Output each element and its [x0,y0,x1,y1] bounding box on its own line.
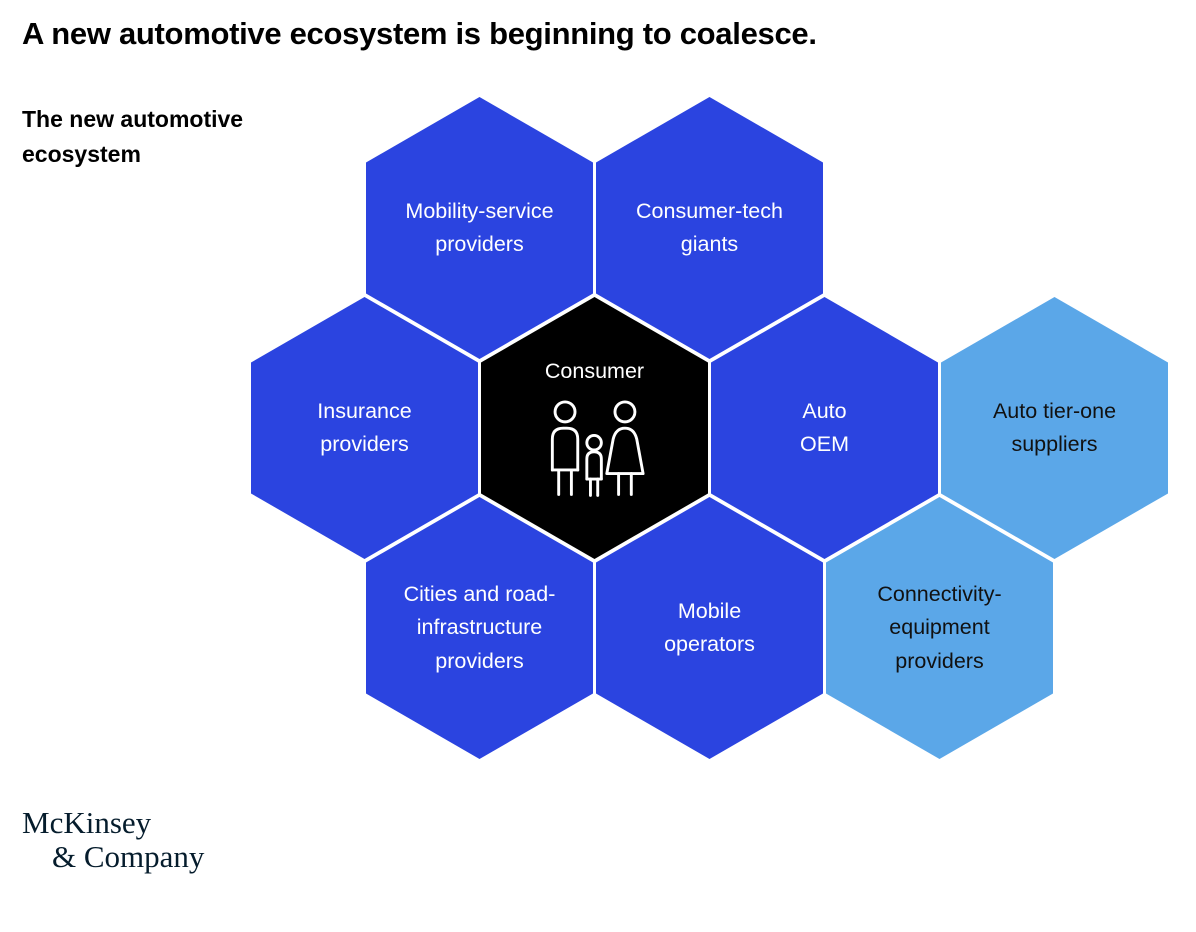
hex-label: Consumer-tech giants [636,198,783,256]
hex-connectivity-equipment-providers: Connectivity- equipment providers [826,497,1053,759]
hex-label: Mobility-service providers [405,198,554,256]
logo-line1: McKinsey [22,805,152,840]
mckinsey-logo: McKinsey & Company [22,805,205,875]
logo-line2: & Company [52,839,205,875]
family-icon [550,400,645,497]
hex-label: Mobile operators [664,598,755,656]
hex-label: Auto tier-one suppliers [992,398,1117,456]
hex-label: Connectivity- equipment providers [877,582,1002,673]
figure-subtitle: The new automotive ecosystem [22,106,244,167]
hex-cities-and-road-infrastructure-providers: Cities and road- infrastructure provider… [366,497,593,759]
hex-mobile-operators: Mobile operators [596,497,823,759]
hex-label: Auto OEM [800,398,849,456]
hex-label: Cities and road- infrastructure provider… [403,582,556,673]
hex-label: Insurance providers [317,398,412,456]
hex-label: Consumer [544,359,645,384]
page-title: A new automotive ecosystem is beginning … [22,16,817,51]
